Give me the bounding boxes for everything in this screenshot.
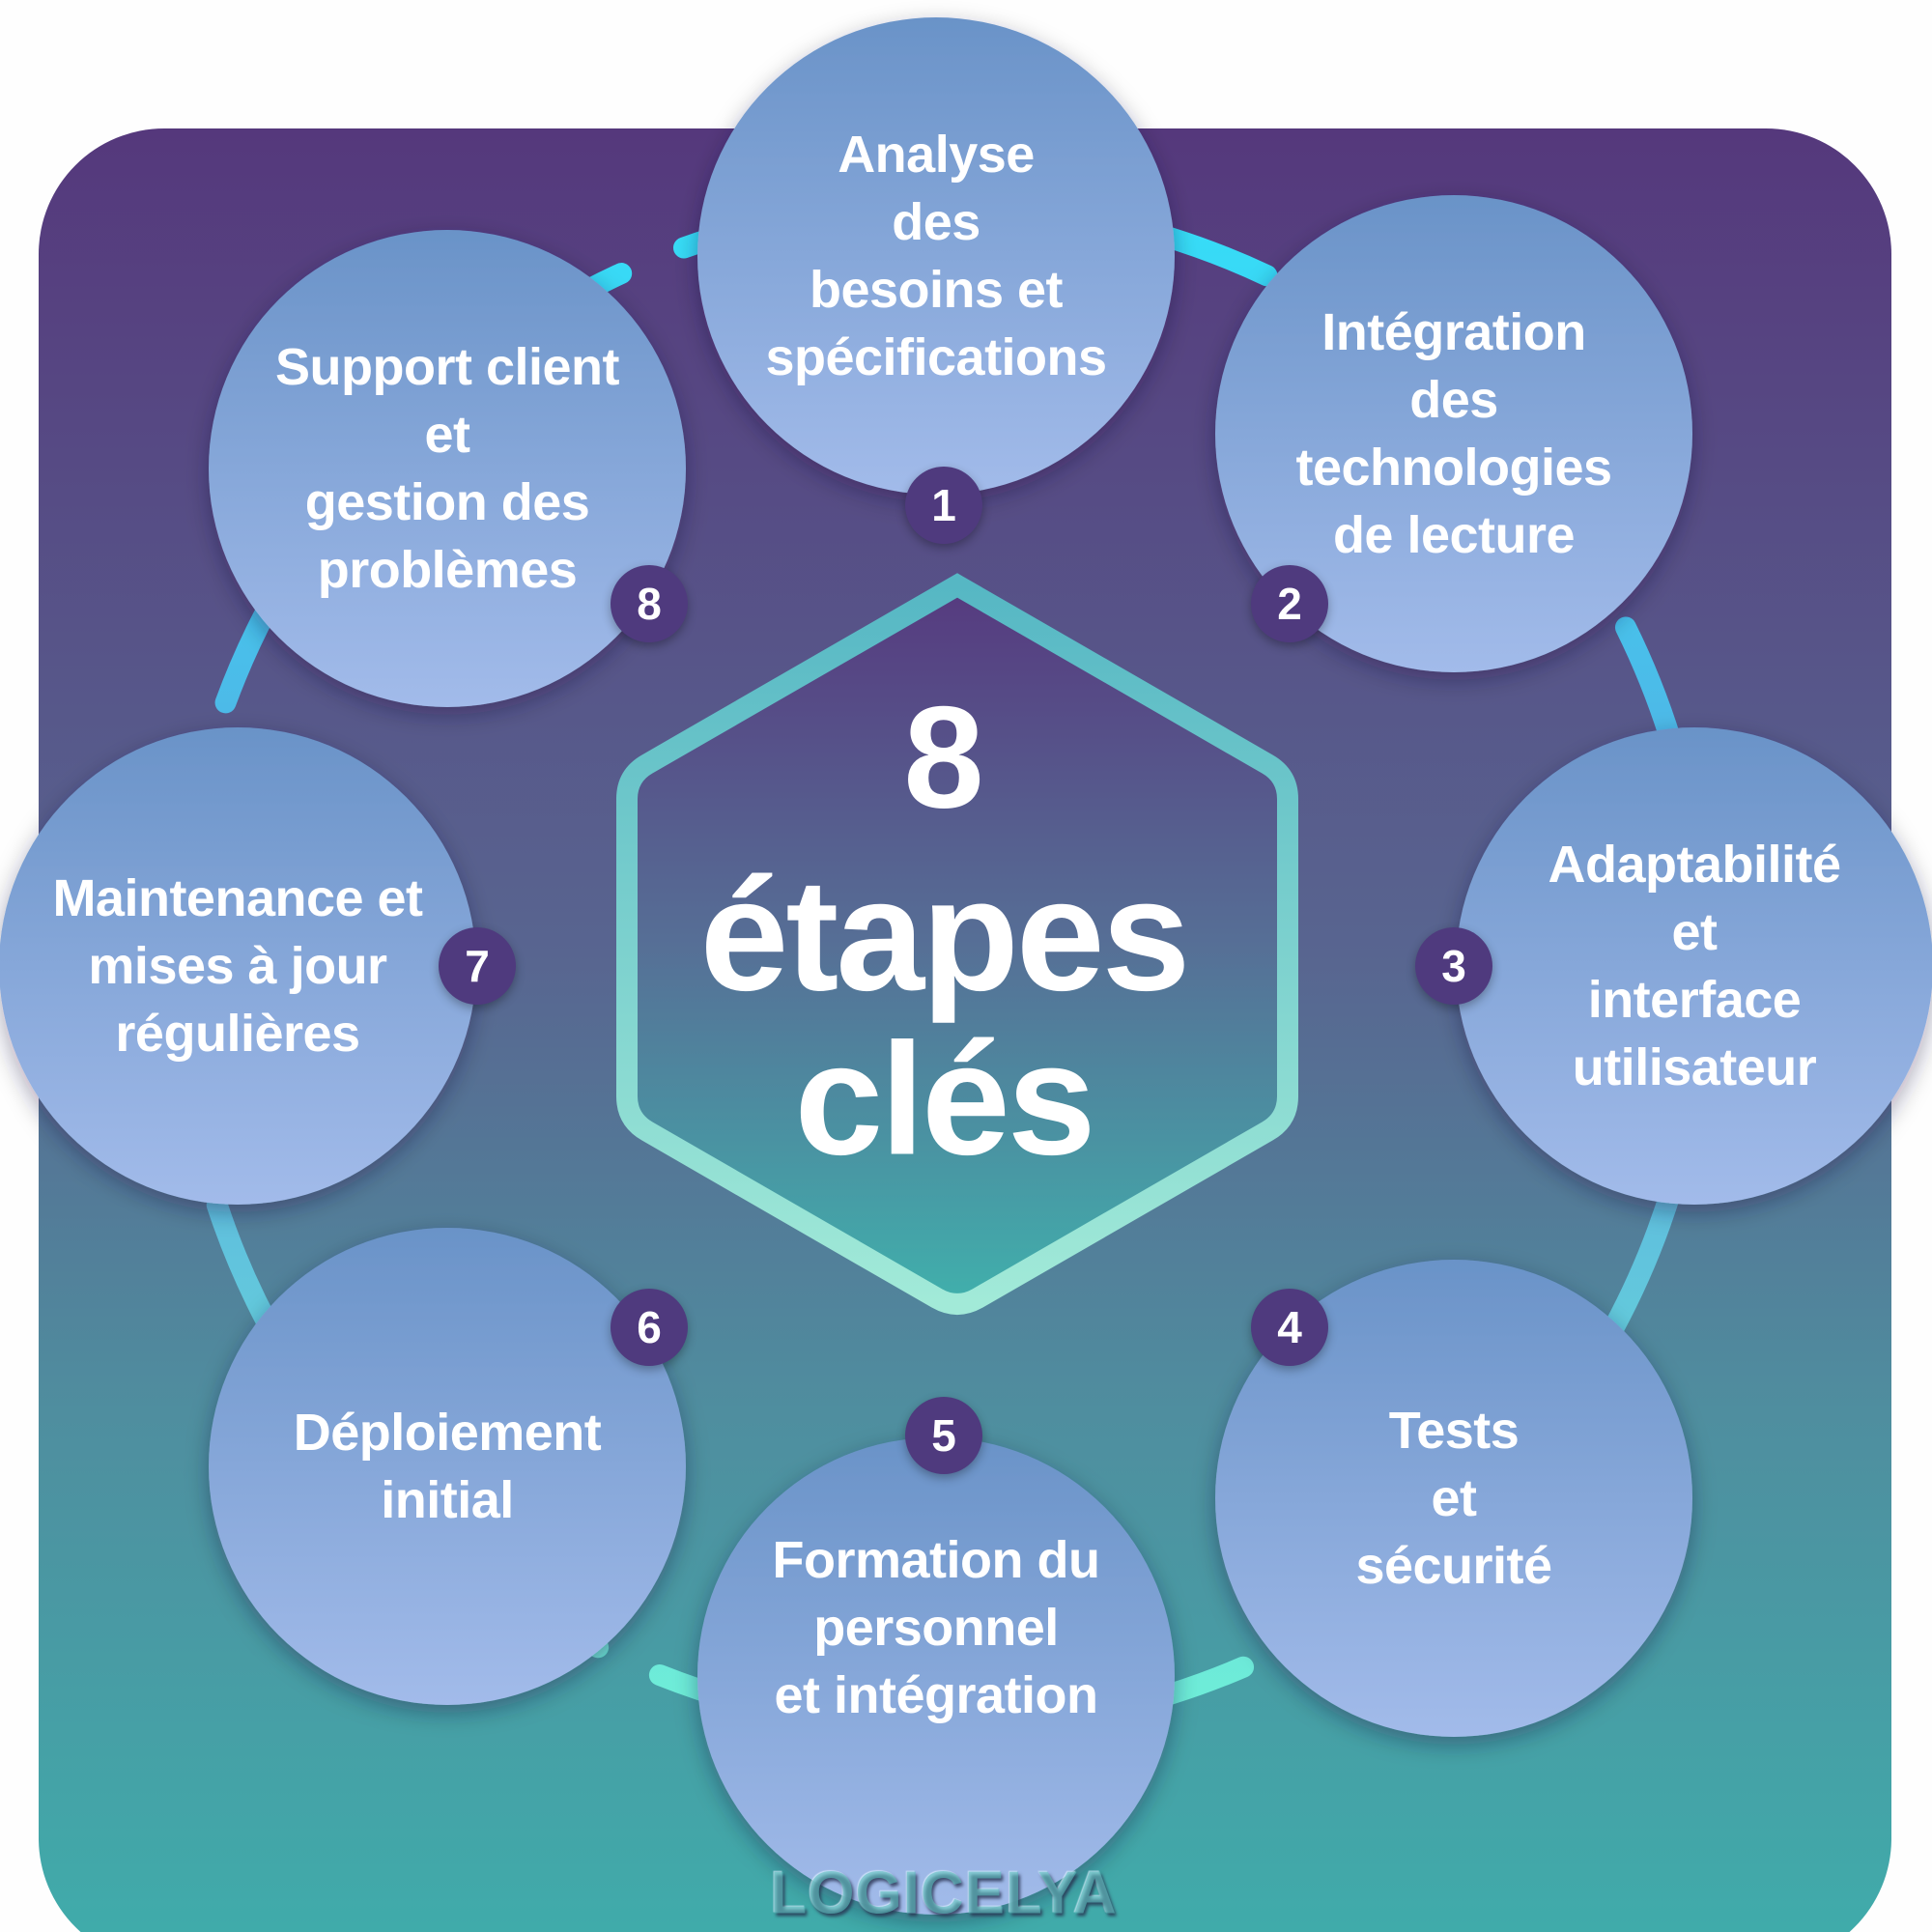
step-label-line: utilisateur	[1572, 1038, 1817, 1096]
center-hexagon	[616, 573, 1298, 1315]
step-label-line: personnel	[813, 1599, 1059, 1657]
step-label-line: et	[1671, 903, 1718, 961]
step-circle	[1215, 1260, 1692, 1737]
step-label-line: mises à jour	[88, 937, 387, 995]
step-circle	[697, 17, 1175, 495]
step-circle	[0, 727, 476, 1205]
step-label-line: problèmes	[317, 541, 578, 599]
step-number-badge: 4	[1251, 1289, 1328, 1366]
step-label-line: régulières	[115, 1005, 360, 1063]
center-number: 8	[903, 675, 984, 838]
step-number-badge: 3	[1415, 927, 1492, 1005]
step-label-line: des	[892, 193, 980, 251]
step-circle	[1456, 727, 1932, 1205]
step-label-line: gestion des	[304, 473, 590, 531]
step-label-line: Maintenance et	[52, 869, 423, 927]
step-number-badge: 1	[905, 467, 982, 544]
step-number-badge: 2	[1251, 565, 1328, 642]
center-title-line2: clés	[794, 1009, 1095, 1188]
center-title-line1: étapes	[699, 845, 1191, 1024]
logo-watermark: LOGICELYA	[770, 1860, 1118, 1927]
step-label-line: sécurité	[1355, 1537, 1552, 1595]
step-label: Déploiement initial	[235, 1399, 660, 1534]
step-label-line: interface	[1587, 971, 1802, 1029]
step-label-line: Tests	[1388, 1402, 1520, 1460]
step-circle	[697, 1437, 1175, 1915]
step-number-badge: 8	[611, 565, 688, 642]
step-label-line: spécifications	[765, 328, 1107, 386]
step-label-line: besoins et	[809, 261, 1064, 319]
step-label-line: initial	[381, 1471, 514, 1529]
step-label-line: Déploiement	[293, 1404, 602, 1462]
step-label-line: de lecture	[1332, 506, 1576, 564]
step-label-line: Analyse	[838, 126, 1035, 184]
step-label: Tests et sécurité	[1241, 1397, 1666, 1600]
step-label: Support client et gestion des problèmes	[235, 333, 660, 604]
step-label-line: et intégration	[774, 1666, 1098, 1724]
step-label-line: Formation du	[772, 1531, 1100, 1589]
step-circle	[209, 1228, 686, 1705]
step-label-line: et	[1431, 1469, 1477, 1527]
step-label-line: Support client	[275, 338, 620, 396]
step-label: Maintenance et mises à jour régulières	[25, 865, 450, 1067]
step-label-line: et	[424, 406, 470, 464]
step-number-badge: 5	[905, 1397, 982, 1474]
step-circle	[1215, 195, 1692, 672]
step-number-badge: 6	[611, 1289, 688, 1366]
step-label-line: Adaptabilité	[1548, 836, 1841, 894]
step-label-line: technologies	[1295, 439, 1612, 497]
step-label: Adaptabilité et interface utilisateur	[1482, 831, 1907, 1101]
step-label-line: des	[1409, 371, 1498, 429]
step-circle	[209, 230, 686, 707]
step-number-badge: 7	[439, 927, 516, 1005]
step-label-line: Intégration	[1321, 303, 1586, 361]
step-label: Analyse des besoins et spécifications	[724, 121, 1149, 391]
step-label: Formation du personnel et intégration	[724, 1526, 1149, 1729]
step-label: Intégration des technologies de lecture	[1241, 298, 1666, 569]
